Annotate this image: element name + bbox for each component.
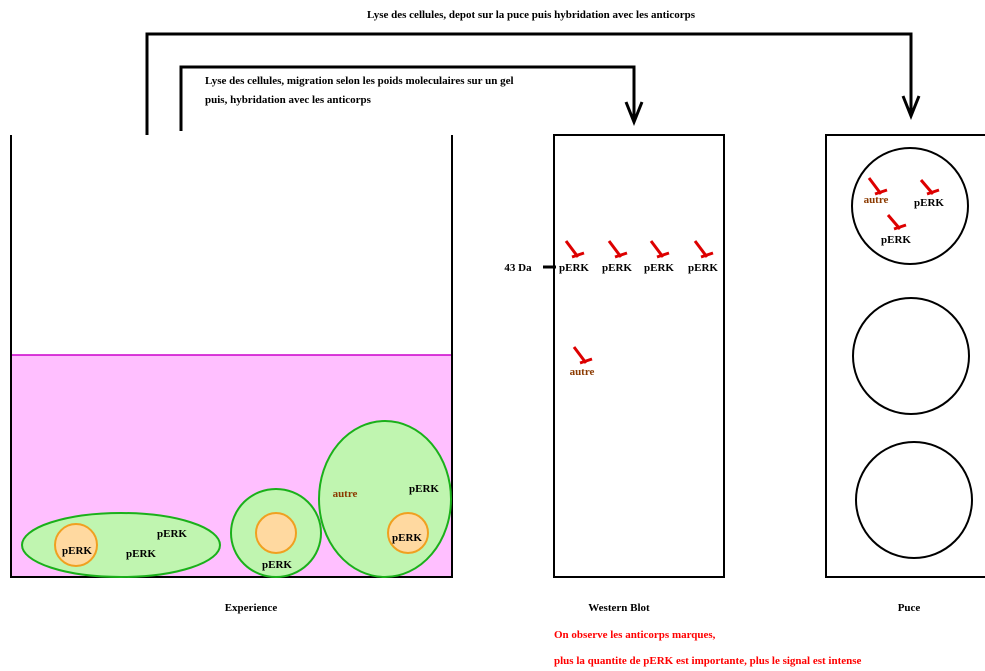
antibody-icon — [919, 179, 940, 196]
spot-perk-label-b: pERK — [881, 234, 911, 246]
cell-elongated — [21, 512, 221, 578]
marker-label: 43 Da — [504, 262, 532, 274]
observation-note-line2: plus la quantite de pERK est importante,… — [554, 655, 862, 667]
antibody-icon — [607, 240, 628, 259]
experience-container — [10, 135, 453, 578]
top-flow-arrow — [145, 32, 913, 135]
cell2-perk-label: pERK — [262, 559, 292, 571]
puce-spot-2 — [852, 297, 970, 415]
western-blot-panel: 43 Da pERK pERK pERK pERK autre Western … — [504, 134, 725, 614]
cell3-perk-label-a: pERK — [409, 483, 439, 495]
inner-arrow-label-line2: puis, hybridation avec les anticorps — [205, 94, 372, 106]
top-arrowhead — [901, 95, 921, 121]
antibody-icon — [564, 240, 585, 259]
antibody-icon — [649, 240, 670, 259]
antibody-icon — [693, 240, 714, 259]
cell1-nucleus-perk-label: pERK — [62, 545, 92, 557]
nucleus — [255, 512, 297, 554]
band-perk-label-1: pERK — [559, 262, 589, 274]
antibody-icon — [572, 346, 593, 365]
band-perk-label-2: pERK — [602, 262, 632, 274]
puce-caption: Puce — [898, 602, 921, 614]
spot-perk-label-a: pERK — [914, 197, 944, 209]
inner-arrow-label-line1: Lyse des cellules, migration selon les p… — [205, 75, 514, 87]
nucleus — [54, 523, 98, 567]
antibody-icon — [867, 177, 888, 196]
band-perk-label-3: pERK — [644, 262, 674, 274]
inner-flow-arrow — [179, 65, 636, 131]
band-perk-label-4: pERK — [688, 262, 718, 274]
top-arrow-label: Lyse des cellules, depot sur la puce pui… — [367, 9, 696, 21]
western-blot-caption: Western Blot — [588, 602, 650, 614]
nucleus — [387, 512, 429, 554]
band-autre-label: autre — [570, 366, 595, 378]
puce-spot-1 — [851, 147, 969, 265]
experience-panel: pERK pERK pERK pERK autre pERK pERK Expe… — [10, 135, 453, 614]
cell3-autre-label: autre — [333, 488, 358, 500]
cell1-perk-label-b: pERK — [126, 548, 156, 560]
spot-autre-label: autre — [864, 194, 889, 206]
observation-note-line1: On observe les anticorps marques, — [554, 629, 716, 641]
experience-caption: Experience — [225, 602, 278, 614]
puce-spot-3 — [855, 441, 973, 559]
puce-panel: autre pERK pERK Puce — [825, 134, 985, 614]
cell1-perk-label-a: pERK — [157, 528, 187, 540]
inner-arrowhead — [624, 101, 644, 127]
antibody-icon — [886, 214, 907, 231]
cell3-nucleus-perk-label: pERK — [392, 532, 422, 544]
